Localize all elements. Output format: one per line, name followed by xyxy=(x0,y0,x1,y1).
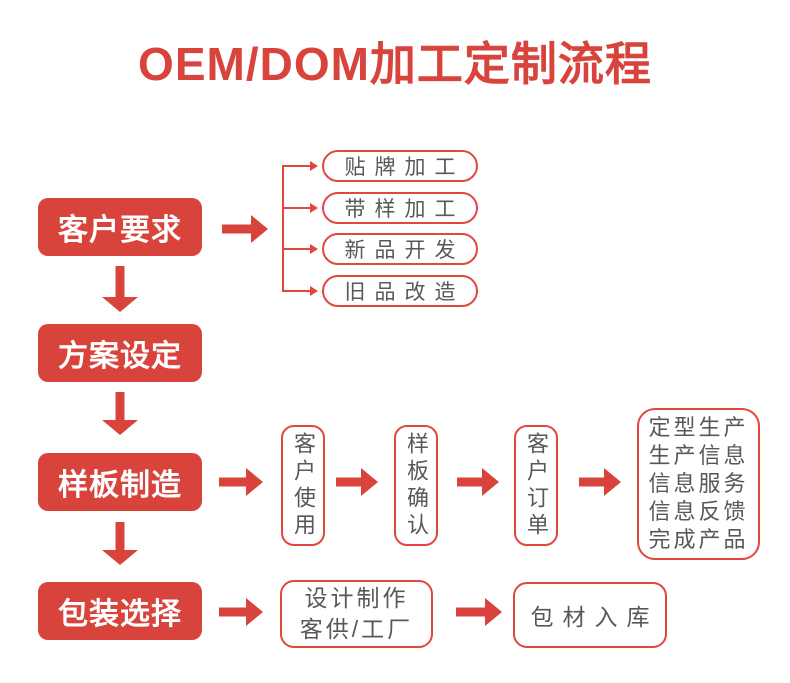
production-info-line: 完成产品 xyxy=(648,527,749,552)
step-sample-making: 样板制造 xyxy=(38,453,202,511)
arrow-right-icon xyxy=(457,465,499,499)
design-production-line: 客供/工厂 xyxy=(299,616,414,642)
production-info-line: 信息反馈 xyxy=(648,499,749,524)
sample-flow-sample-confirm: 样板确认 xyxy=(394,425,438,546)
packing-material-warehouse-box: 包材入库 xyxy=(513,582,667,648)
arrow-down-icon xyxy=(102,522,138,565)
branch-arrow-icon xyxy=(282,244,318,254)
branch-arrow-icon xyxy=(282,286,318,296)
arrow-right-icon xyxy=(219,465,263,499)
production-info-line: 定型生产 xyxy=(648,415,749,440)
arrow-down-icon xyxy=(102,392,138,435)
arrow-right-icon xyxy=(336,465,378,499)
sample-flow-customer-order: 客户订单 xyxy=(514,425,558,546)
arrow-down-icon xyxy=(102,266,138,312)
production-info-line: 信息服务 xyxy=(648,471,749,496)
page-title: OEM/DOM加工定制流程 xyxy=(138,38,652,90)
option-new-product-development: 新品开发 xyxy=(322,233,478,265)
branch-connector-line xyxy=(282,165,284,292)
step-plan-setting: 方案设定 xyxy=(38,324,202,382)
design-production-box: 设计制作 客供/工厂 xyxy=(280,580,433,648)
sample-flow-customer-use: 客户使用 xyxy=(281,425,325,546)
production-info-box: 定型生产 生产信息 信息服务 信息反馈 完成产品 xyxy=(637,408,760,560)
step-packaging-selection: 包装选择 xyxy=(38,582,202,640)
arrow-right-icon xyxy=(219,595,263,629)
branch-arrow-icon xyxy=(282,161,318,171)
arrow-right-icon xyxy=(222,212,268,246)
step-customer-requirements: 客户要求 xyxy=(38,198,202,256)
arrow-right-icon xyxy=(456,595,502,629)
option-sample-processing: 带样加工 xyxy=(322,192,478,224)
design-production-line: 设计制作 xyxy=(304,585,409,611)
option-oem-processing: 贴牌加工 xyxy=(322,150,478,182)
production-info-line: 生产信息 xyxy=(648,443,749,468)
arrow-right-icon xyxy=(579,465,621,499)
option-old-product-renovation: 旧品改造 xyxy=(322,275,478,307)
branch-arrow-icon xyxy=(282,203,318,213)
